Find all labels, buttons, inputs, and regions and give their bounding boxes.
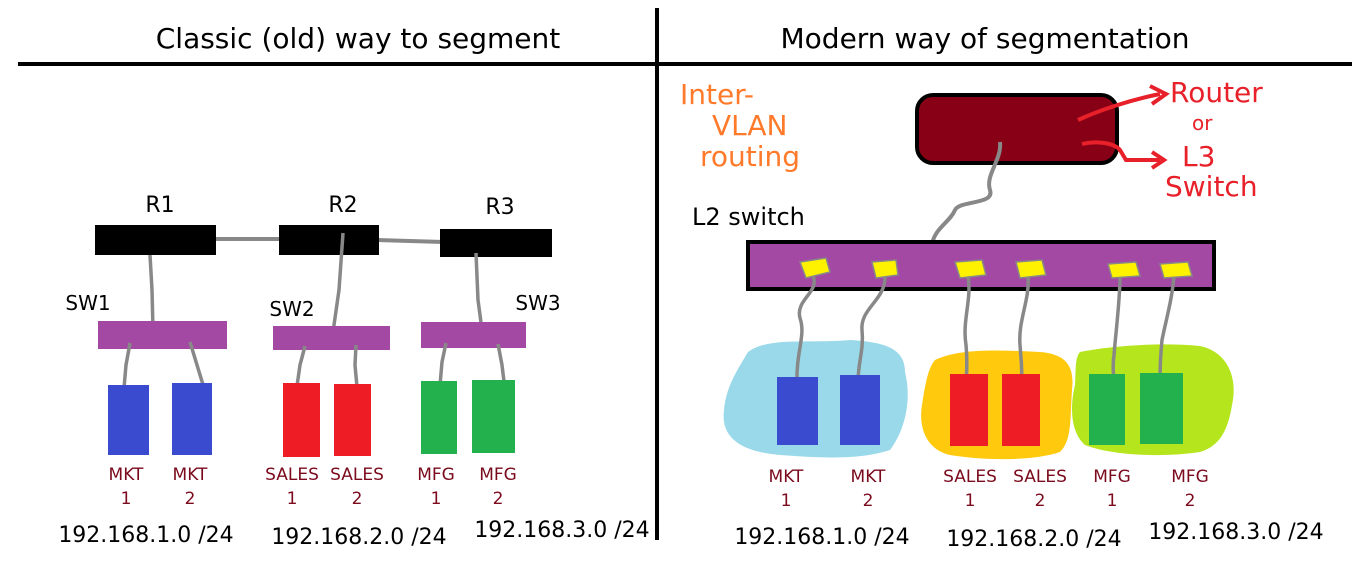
device-mfg-2 (472, 380, 515, 453)
uplink-cable (930, 141, 1003, 245)
device-mfg-1 (1089, 374, 1125, 445)
cable (963, 275, 971, 387)
device-sales-1 (283, 383, 320, 457)
device-label: SALES (265, 465, 319, 485)
l3-arrow-head (1150, 150, 1168, 170)
inter-vlan-note-3: routing (700, 140, 800, 173)
l3-router (915, 93, 1119, 165)
device-number: 2 (493, 489, 504, 509)
cable (188, 341, 206, 389)
l3-label: L3 (1182, 140, 1215, 173)
right-subnet-1: 192.168.1.0 /24 (734, 525, 909, 550)
router-arrow (1077, 92, 1161, 122)
device-number: 1 (781, 491, 792, 511)
router-label: Router (1170, 76, 1263, 109)
switch-port (798, 257, 831, 279)
device-mkt-2 (172, 383, 212, 455)
device-label: MFG (1171, 467, 1209, 487)
device-number: 1 (431, 489, 442, 509)
inter-vlan-note-1: Inter- (680, 78, 754, 111)
device-label: MKT (851, 467, 886, 487)
switch-sw1 (98, 321, 227, 349)
device-label: MFG (479, 465, 517, 485)
or-label: or (1192, 111, 1213, 135)
cable (795, 275, 816, 385)
l3-arrow (1081, 140, 1160, 162)
cable (353, 344, 359, 388)
device-mfg-1 (421, 381, 457, 454)
switch-ports (798, 257, 1193, 279)
device-label: MFG (1093, 467, 1131, 487)
switch-label-sw3: SW3 (515, 291, 560, 315)
right-subnet-3: 192.168.3.0 /24 (1148, 520, 1323, 545)
device-mkt-1 (777, 377, 818, 445)
router-label-r1: R1 (145, 193, 174, 218)
left-devices: MKT 1 MKT 2 SALES 1 SALES 2 MFG 1 MFG 2 (108, 380, 517, 509)
device-number: 2 (185, 489, 196, 509)
r3-sw3-cable (474, 252, 484, 331)
device-label: MKT (173, 465, 208, 485)
device-number: 2 (352, 489, 363, 509)
device-label: SALES (1013, 467, 1067, 487)
switch-port (871, 259, 899, 279)
device-label: MFG (417, 465, 455, 485)
switch-port (1159, 261, 1193, 279)
device-number: 2 (1185, 491, 1196, 511)
device-sales-1 (950, 374, 988, 446)
router-r2 (279, 225, 379, 255)
router-r3 (440, 229, 552, 257)
device-number: 2 (1035, 491, 1046, 511)
switch-label: Switch (1165, 170, 1258, 203)
device-sales-2 (1002, 374, 1040, 446)
device-label: SALES (330, 465, 384, 485)
switch-port (954, 259, 987, 279)
vlan-blob-sales (921, 350, 1073, 460)
router-r1 (95, 225, 216, 255)
l2-switch-label: L2 switch (692, 203, 805, 231)
router-label-r3: R3 (485, 195, 514, 220)
device-number: 1 (965, 491, 976, 511)
cable (438, 342, 448, 386)
cable (856, 275, 887, 383)
r1-sw1-cable (148, 254, 155, 331)
switch-port (1015, 259, 1047, 279)
router-arrow-head (1149, 84, 1170, 106)
device-label: SALES (943, 467, 997, 487)
cable (122, 342, 132, 389)
right-title: Modern way of segmentation (781, 22, 1190, 55)
switch-label-sw2: SW2 (269, 297, 314, 321)
device-number: 1 (121, 489, 132, 509)
device-number: 1 (1107, 491, 1118, 511)
switch-port (1107, 261, 1141, 279)
device-label: MKT (109, 465, 144, 485)
router-label-r2: R2 (328, 193, 357, 218)
r2-sw2-cable (331, 232, 345, 333)
inter-vlan-note-2: VLAN (712, 109, 788, 142)
device-number: 1 (287, 489, 298, 509)
right-subnet-2: 192.168.2.0 /24 (946, 527, 1121, 552)
left-subnet-1: 192.168.1.0 /24 (58, 523, 233, 548)
device-label: MKT (769, 467, 804, 487)
switch-sw3 (421, 322, 526, 348)
left-subnet-3: 192.168.3.0 /24 (474, 518, 649, 543)
right-devices: MKT 1 MKT 2 SALES 1 SALES 2 MFG 1 MFG 2 (769, 373, 1209, 511)
cable (295, 345, 307, 387)
left-title: Classic (old) way to segment (156, 22, 561, 55)
r2-r3-link (377, 238, 444, 244)
switch-sw2 (273, 326, 390, 350)
device-mkt-2 (840, 375, 880, 445)
left-subnet-2: 192.168.2.0 /24 (271, 525, 446, 550)
device-number: 2 (863, 491, 874, 511)
device-mfg-2 (1140, 373, 1183, 444)
device-mkt-1 (108, 385, 149, 455)
cable (1158, 275, 1176, 383)
device-sales-2 (334, 384, 371, 456)
switch-label-sw1: SW1 (65, 291, 110, 315)
